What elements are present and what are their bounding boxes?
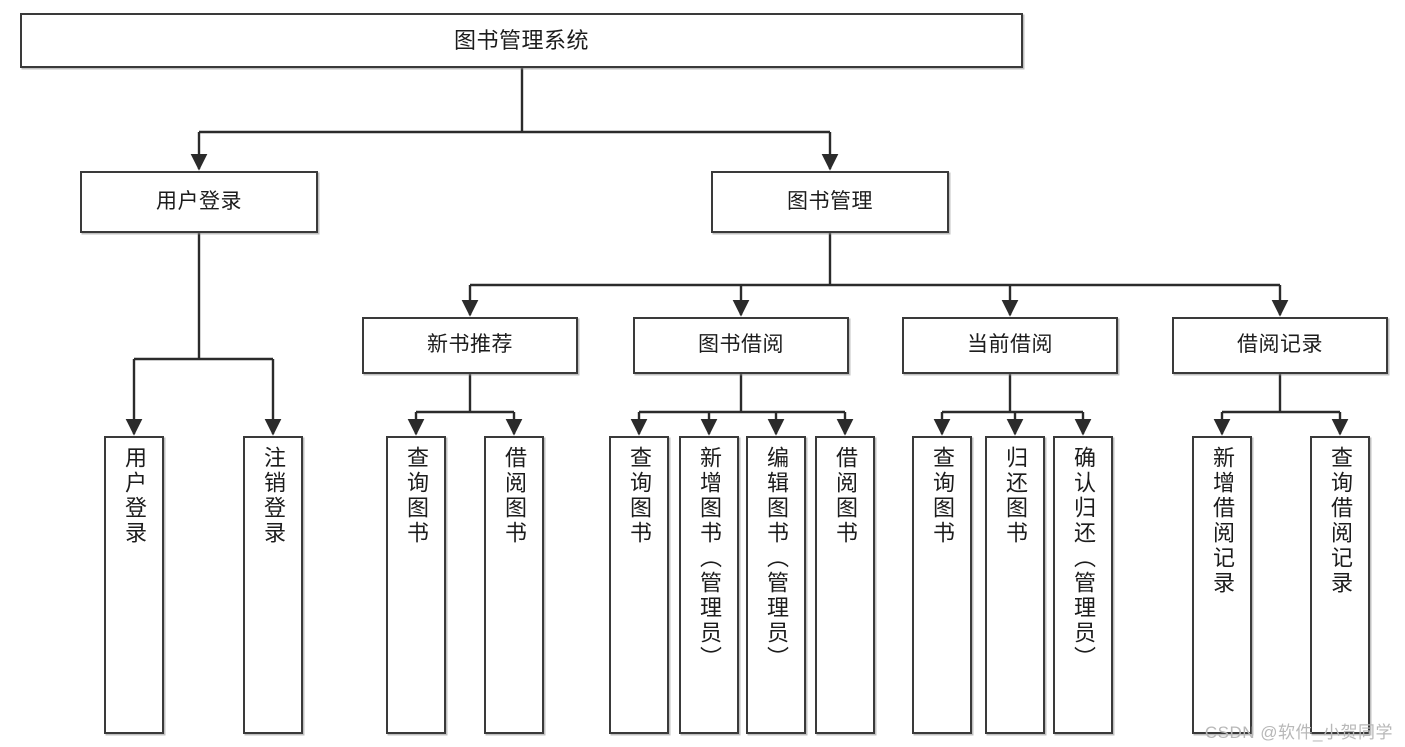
node-label: 查询图书: [627, 446, 652, 546]
node-label: 确认归还（管理员）: [1071, 446, 1096, 671]
node-user-login[interactable]: 用户登录: [80, 171, 318, 233]
node-leaf-cur-return[interactable]: 归还图书: [985, 436, 1045, 734]
node-label: 图书管理系统: [453, 27, 589, 53]
node-label: 新书推荐: [427, 333, 513, 357]
node-label: 查询图书: [404, 446, 429, 546]
node-leaf-rec-borrow[interactable]: 借阅图书: [484, 436, 544, 734]
node-label: 新增借阅记录: [1210, 446, 1235, 596]
node-leaf-book-add[interactable]: 新增图书（管理员）: [679, 436, 739, 734]
node-label: 图书管理: [787, 189, 873, 213]
node-label: 图书借阅: [698, 333, 784, 357]
node-leaf-rec-query2[interactable]: 查询借阅记录: [1310, 436, 1370, 734]
node-label: 当前借阅: [967, 333, 1053, 357]
node-leaf-borrow-book[interactable]: 借阅图书: [815, 436, 875, 734]
node-book-manage[interactable]: 图书管理: [711, 171, 949, 233]
node-leaf-user-logout[interactable]: 注销登录: [243, 436, 303, 734]
node-leaf-cur-confirm[interactable]: 确认归还（管理员）: [1053, 436, 1113, 734]
node-label: 借阅记录: [1237, 333, 1323, 357]
node-leaf-rec-add[interactable]: 新增借阅记录: [1192, 436, 1252, 734]
node-label: 归还图书: [1003, 446, 1028, 546]
node-label: 新增图书（管理员）: [697, 446, 722, 671]
node-leaf-book-edit[interactable]: 编辑图书（管理员）: [746, 436, 806, 734]
node-current-borrow[interactable]: 当前借阅: [902, 317, 1118, 374]
node-label: 编辑图书（管理员）: [764, 446, 789, 671]
csdn-watermark: CSDN @软件_小贺同学: [1204, 723, 1393, 742]
node-label: 用户登录: [122, 446, 147, 546]
node-new-book-rec[interactable]: 新书推荐: [362, 317, 578, 374]
node-label: 查询图书: [930, 446, 955, 546]
node-leaf-rec-query[interactable]: 查询图书: [386, 436, 446, 734]
node-label: 查询借阅记录: [1328, 446, 1353, 596]
node-leaf-borrow-query[interactable]: 查询图书: [609, 436, 669, 734]
node-book-borrow[interactable]: 图书借阅: [633, 317, 849, 374]
node-label: 用户登录: [156, 189, 242, 213]
node-label: 借阅图书: [502, 446, 527, 546]
node-label: 注销登录: [261, 446, 286, 546]
node-leaf-user-login[interactable]: 用户登录: [104, 436, 164, 734]
node-label: 借阅图书: [833, 446, 858, 546]
node-borrow-record[interactable]: 借阅记录: [1172, 317, 1388, 374]
node-root[interactable]: 图书管理系统: [20, 13, 1023, 68]
node-leaf-cur-query[interactable]: 查询图书: [912, 436, 972, 734]
